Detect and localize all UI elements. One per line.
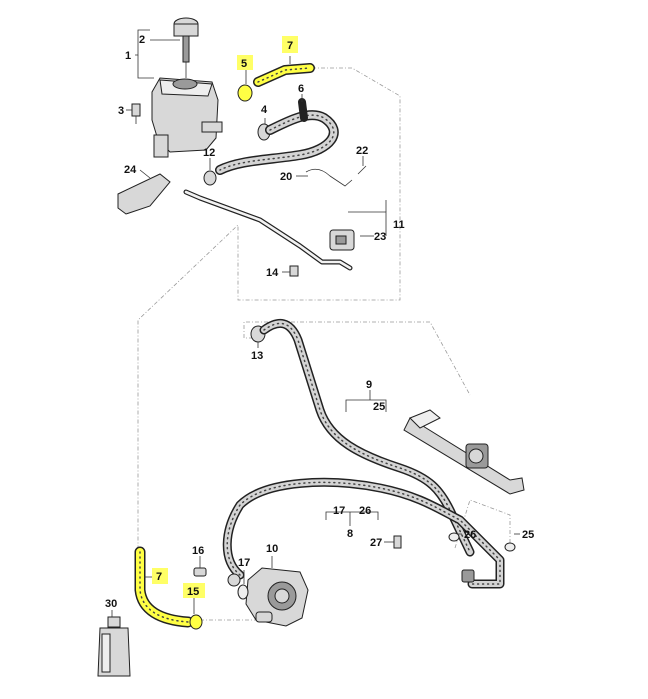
line-end-fitting — [461, 569, 475, 583]
banjo-bolt-16 — [193, 567, 207, 577]
clamp-15 — [189, 614, 203, 630]
callout-16: 16 — [192, 545, 204, 557]
callout-2: 2 — [139, 34, 145, 46]
callout-12: 12 — [203, 147, 215, 159]
bolt-3 — [131, 103, 141, 124]
leader-lines — [111, 29, 520, 617]
callout-15-highlight — [183, 583, 205, 598]
callout-26-right: 26 — [464, 529, 476, 541]
seal-25 — [504, 542, 516, 552]
bracket-23 — [329, 229, 355, 251]
callout-13: 13 — [251, 350, 263, 362]
callouts: 1 2 3 4 5 6 7 12 22 20 24 11 23 14 13 9 … — [105, 34, 534, 610]
hose-6 — [215, 98, 339, 175]
callout-6: 6 — [298, 83, 304, 95]
callout-1: 1 — [125, 50, 131, 62]
bolt-14 — [289, 265, 299, 277]
pump-fitting — [227, 573, 241, 587]
pipe-11 — [183, 189, 353, 271]
connection-lines — [137, 67, 511, 621]
callout-11: 11 — [393, 219, 405, 231]
callout-5: 5 — [241, 58, 247, 70]
fluid-bottle — [97, 616, 131, 677]
callout-17-top: 17 — [333, 505, 345, 517]
callout-30: 30 — [105, 598, 117, 610]
callout-25-right: 25 — [522, 529, 534, 541]
hose-7-bottom — [134, 546, 194, 628]
callout-7-top-highlight — [282, 36, 298, 53]
callout-8: 8 — [347, 528, 353, 540]
reservoir-cap — [173, 17, 199, 63]
seal-26 — [448, 532, 460, 542]
reservoir — [151, 60, 223, 158]
callout-7-bottom-highlight — [152, 568, 168, 584]
pipe-9 — [259, 319, 475, 557]
bolt-27 — [393, 535, 402, 549]
steering-rack — [403, 409, 525, 495]
clamp-12 — [203, 170, 217, 186]
clip-20 — [305, 168, 353, 187]
steering-pump — [245, 567, 309, 627]
callout-15: 15 — [187, 586, 199, 598]
callout-27: 27 — [370, 537, 382, 549]
callout-23: 23 — [374, 231, 386, 243]
pipe-17 — [222, 477, 505, 589]
callout-14: 14 — [266, 267, 279, 279]
hose-7-top — [253, 63, 315, 87]
callout-10: 10 — [266, 543, 278, 555]
callout-24: 24 — [124, 164, 137, 176]
callout-26-top: 26 — [359, 505, 371, 517]
callout-7-top: 7 — [287, 40, 293, 52]
screw-22 — [357, 165, 367, 175]
callout-7-bottom: 7 — [156, 571, 162, 583]
clamp-5 — [237, 84, 253, 102]
callout-25-top: 25 — [373, 401, 385, 413]
callout-22: 22 — [356, 145, 368, 157]
callout-4: 4 — [261, 104, 268, 116]
bracket-24 — [117, 173, 171, 215]
callout-9: 9 — [366, 379, 372, 391]
callout-20: 20 — [280, 171, 292, 183]
callout-3: 3 — [118, 105, 124, 117]
callout-17-pump: 17 — [238, 557, 250, 569]
callout-5-highlight — [237, 55, 253, 70]
seal-17 — [237, 584, 249, 600]
